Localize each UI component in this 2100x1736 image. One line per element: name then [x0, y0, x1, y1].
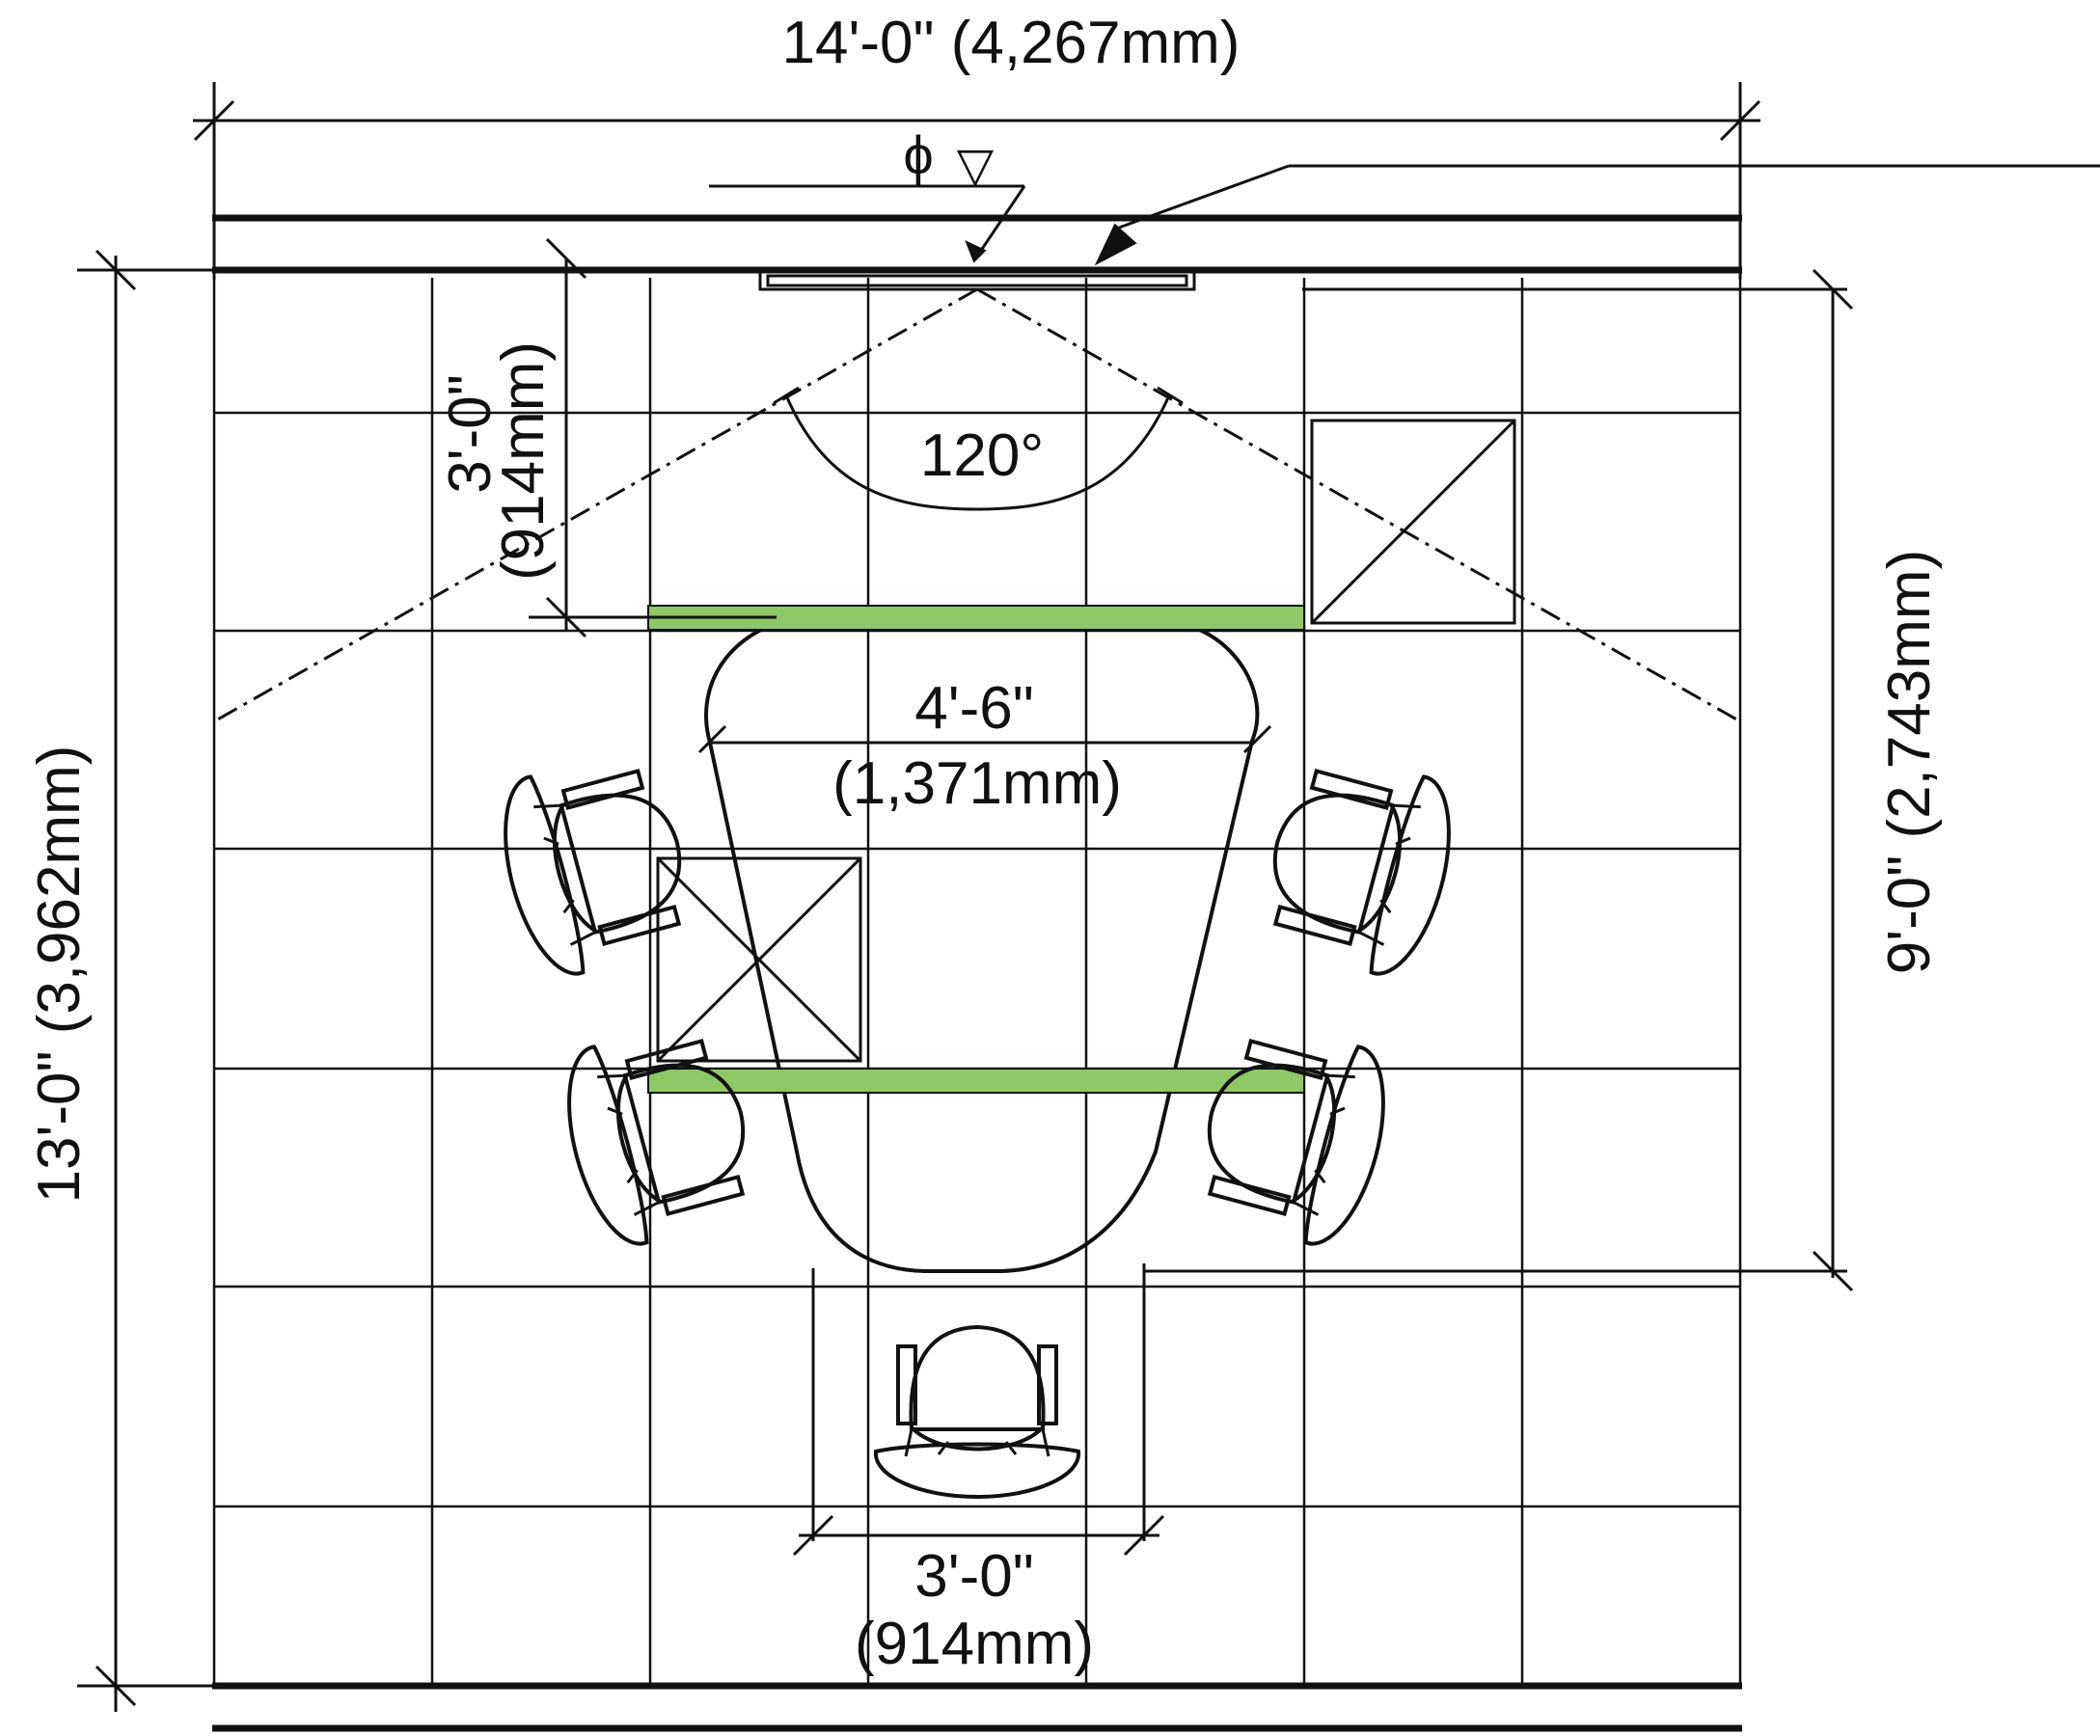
level-mark-icon: ▽	[957, 138, 995, 192]
viewing-angle-arc	[784, 394, 1171, 511]
chair-bottom	[873, 1325, 1081, 1499]
ceiling-grid	[212, 278, 1742, 1686]
viewing-depth-label: 9'-0" (2,743mm)	[1876, 550, 1943, 974]
viewing-cone	[213, 287, 1741, 723]
right-dimension	[1144, 268, 1854, 1292]
top-dimension	[193, 82, 1761, 280]
left-dimension	[77, 249, 222, 1712]
conference-table	[704, 621, 1260, 1273]
ceiling-mark-icon: ϕ	[903, 124, 933, 185]
table-width-label-mm: (1,371mm)	[832, 750, 1122, 817]
chair-left-upper	[484, 742, 706, 987]
screen-leader-line	[1094, 164, 2100, 266]
chair-clearance-label-mm: (914mm)	[855, 1611, 1094, 1677]
screen-offset-label-ft: 3'-0"	[437, 374, 504, 493]
chair-right-lower	[1183, 1012, 1405, 1257]
room-width-label: 14'-0" (4,267mm)	[782, 10, 1241, 76]
chair-clearance-label-ft: 3'-0"	[914, 1543, 1033, 1610]
room-walls	[212, 214, 1742, 1732]
screen-offset-dimension	[529, 237, 777, 638]
display-screen	[758, 270, 1196, 291]
room-depth-label: 13'-0" (3,962mm)	[26, 746, 93, 1204]
chair-clearance-dimension	[792, 1263, 1165, 1557]
screen-offset-label-mm: (914mm)	[490, 341, 557, 581]
table-width-label-ft: 4'-6"	[914, 675, 1033, 742]
viewing-angle-label: 120°	[920, 422, 1044, 489]
ceiling-diffuser-right	[1310, 419, 1516, 625]
chair-right-upper	[1248, 742, 1470, 987]
table-width-dimension	[697, 724, 1272, 754]
ceiling-diffuser-left	[656, 856, 862, 1063]
